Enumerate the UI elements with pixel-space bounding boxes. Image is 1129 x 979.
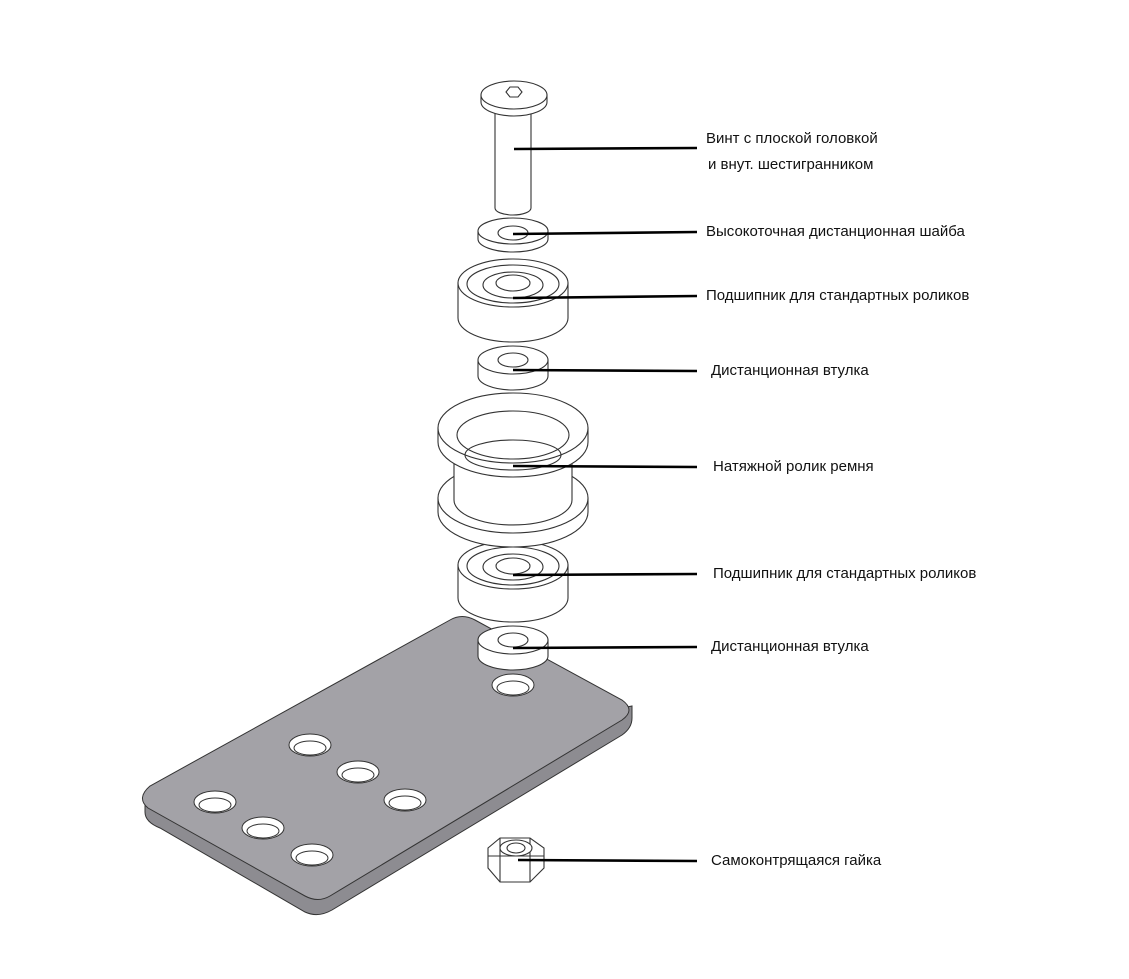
lock-nut — [487, 837, 545, 883]
label-screw-line1: Винт с плоской головкой — [706, 130, 878, 147]
label-spacer-bottom: Дистанционная втулка — [711, 638, 869, 655]
label-bearing-bottom: Подшипник для стандартных роликов — [713, 565, 977, 582]
label-nut: Самоконтрящаяся гайка — [711, 852, 882, 869]
idler-pulley — [437, 392, 589, 548]
plate-hole — [241, 816, 285, 840]
label-washer: Высокоточная дистанционная шайба — [706, 223, 965, 240]
label-screw-line2: и внут. шестигранником — [708, 156, 874, 173]
flat-head-hex-screw — [480, 80, 548, 216]
label-bearing-top: Подшипник для стандартных роликов — [706, 287, 970, 304]
plate-hole — [336, 760, 380, 784]
spacer-top — [477, 345, 549, 391]
label-idler-pulley: Натяжной ролик ремня — [713, 458, 874, 475]
plate-hole — [383, 788, 427, 812]
bearing-bottom — [457, 540, 569, 623]
plate-hole — [290, 843, 334, 867]
mounting-plate — [142, 616, 633, 916]
leader-lines — [512, 146, 698, 863]
plate-hole — [491, 673, 535, 697]
label-spacer-top: Дистанционная втулка — [711, 362, 869, 379]
plate-hole — [193, 790, 237, 814]
plate-hole — [288, 733, 332, 757]
bearing-top — [457, 258, 569, 343]
